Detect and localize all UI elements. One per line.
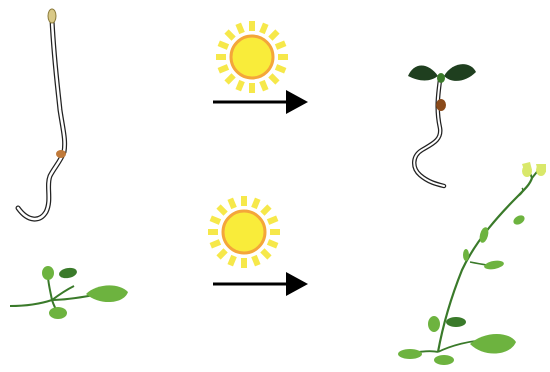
flowering-plant: [398, 162, 546, 365]
arrow-right-icon: [213, 90, 308, 114]
de-etiolated-seedling: [408, 64, 476, 186]
sun-icon: [216, 21, 288, 93]
vegetative-rosette: [10, 266, 128, 319]
etiolated-seedling: [18, 9, 66, 219]
arrow-right-icon: [213, 272, 308, 296]
sun-icon: [208, 196, 280, 268]
